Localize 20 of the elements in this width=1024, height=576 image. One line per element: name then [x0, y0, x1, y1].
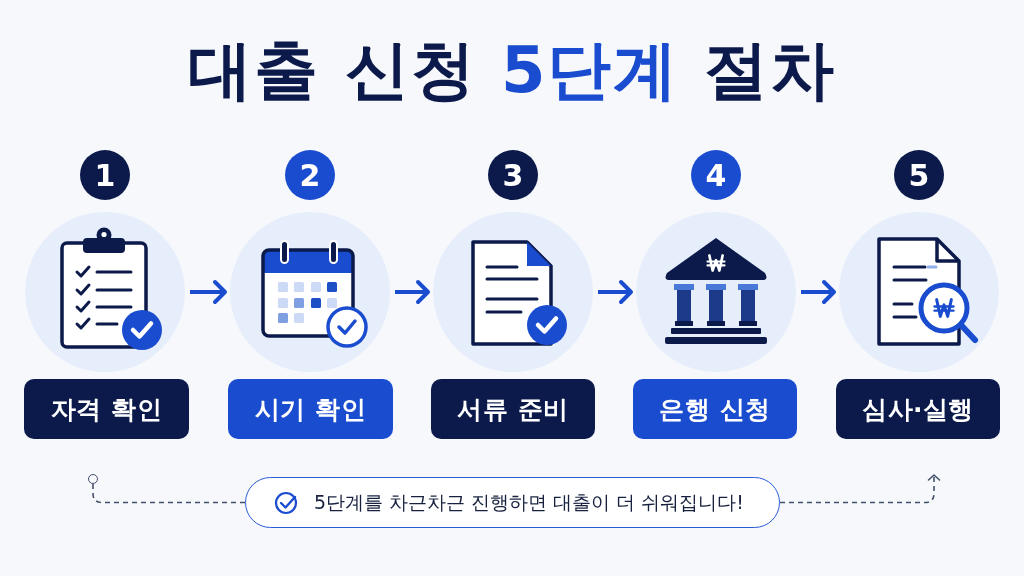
step-number-badge: 2 — [285, 150, 335, 200]
step-label-box: 시기 확인 — [228, 379, 393, 439]
dashed-arrow — [779, 474, 941, 504]
step-number-badge: 4 — [691, 150, 741, 200]
message-banner — [245, 477, 780, 528]
title: 대출 신청 5단계 절차 — [188, 34, 836, 108]
step-number-badge: 1 — [80, 150, 130, 200]
arrow — [190, 280, 227, 304]
arrow — [801, 280, 836, 304]
step-number-badge: 3 — [488, 150, 538, 200]
start-marker — [88, 474, 98, 484]
step-label-box: 은행 신청 — [633, 379, 797, 439]
step-label-box: 서류 준비 — [431, 379, 595, 439]
step-number-badge: 5 — [894, 150, 944, 200]
dashed-line — [92, 483, 246, 504]
arrow — [395, 280, 430, 304]
arrow — [598, 280, 633, 304]
step-label-box: 자격 확인 — [24, 379, 189, 439]
step-label-box: 심사·실행 — [836, 379, 1000, 439]
message-text: 5단계를 차근차근 진행하면 대출이 더 쉬워집니다! — [314, 489, 744, 515]
